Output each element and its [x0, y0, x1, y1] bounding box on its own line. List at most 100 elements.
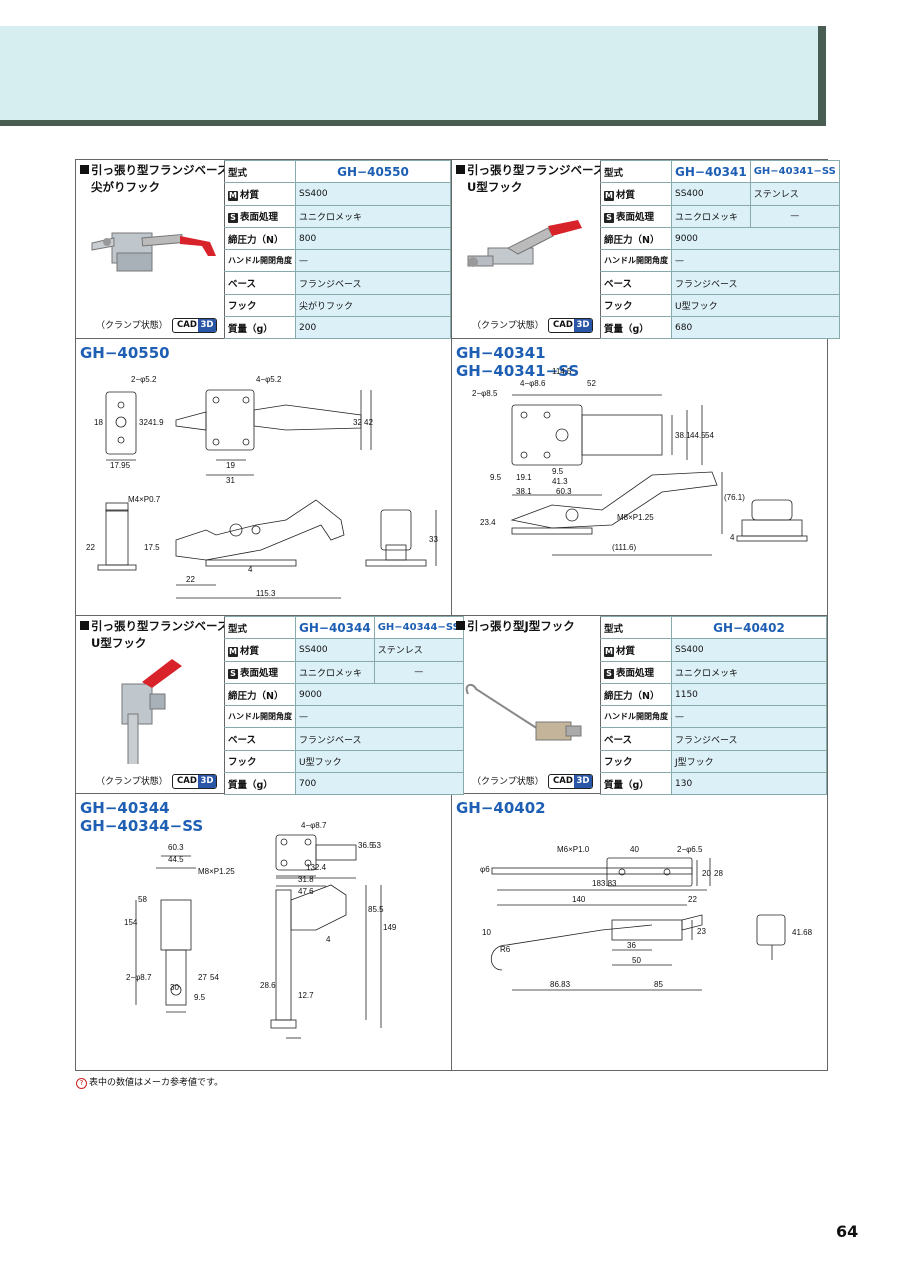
m-badge-icon: M	[228, 190, 238, 201]
dim-label: 183.83	[592, 879, 617, 888]
dim-label: 60.3	[556, 487, 572, 496]
model-name: GH−40550	[295, 159, 451, 184]
label-mass: 質量（g）	[600, 316, 672, 340]
dim-label: 36	[627, 941, 636, 950]
footnote: ?表中の数値はメーカ参考値です。	[76, 1075, 223, 1089]
handle-angle-value: —	[671, 249, 840, 273]
label-base: ベース	[224, 727, 296, 751]
hook-value: J型フック	[671, 749, 827, 774]
mass-value: 680	[671, 316, 840, 340]
dim-label: 114.5	[552, 367, 572, 376]
drawing-gh40341: 114.5 4−φ8.6 52 2−φ8.5 38.1 44.5 54 9.5 …	[452, 367, 827, 615]
dim-label: 30	[170, 983, 179, 992]
drawing-model-title: GH−40341−SS	[456, 362, 580, 380]
m-badge-icon: M	[604, 190, 614, 201]
material-value: SS400	[671, 182, 751, 206]
page-number: 64	[836, 1222, 859, 1241]
cad-label: CAD	[553, 776, 573, 786]
model-name-ss: GH−40344−SS	[373, 615, 464, 640]
surface-value-ss: —	[749, 204, 840, 228]
mass-value: 700	[295, 772, 464, 796]
cad-label: CAD	[177, 320, 197, 330]
force-value: 800	[295, 226, 451, 251]
dim-label: 31.8	[298, 875, 314, 884]
dim-label: 44.5	[690, 431, 706, 440]
dim-label: 33	[429, 535, 438, 544]
clamp-state-label: （クランプ状態）	[472, 777, 544, 787]
drawing-model-title: GH−40550	[80, 344, 170, 362]
s-badge-icon: S	[604, 669, 614, 680]
dim-label: (111.6)	[612, 543, 636, 552]
label-mass: 質量（g）	[224, 772, 296, 796]
dim-label: 31	[226, 476, 235, 485]
product-photo	[82, 198, 220, 308]
product-title: 引っ張り型フランジベース 尖がりフック	[80, 162, 228, 196]
dim-label: 44.5	[168, 855, 184, 864]
title-line1: 引っ張り型フランジベース	[467, 163, 605, 177]
dim-label: 2−φ5.2	[131, 375, 157, 384]
label-handle-angle: ハンドル開閉角度	[224, 705, 296, 729]
title-square-icon	[456, 621, 465, 630]
label-hook: フック	[600, 749, 672, 774]
label-hook: フック	[224, 749, 296, 774]
handle-angle-value: —	[295, 705, 464, 729]
dim-label: 41.68	[792, 928, 813, 937]
force-value: 1150	[671, 682, 827, 707]
label-force: 締圧力（N）	[224, 682, 296, 707]
surface-value-ss: —	[373, 660, 464, 684]
header-banner	[0, 26, 818, 126]
title-square-icon	[80, 621, 89, 630]
dim-label: 4−φ8.6	[520, 379, 546, 388]
m-badge-icon: M	[604, 646, 614, 657]
drawing-model-title: GH−40344−SS	[80, 817, 204, 835]
label-model: 型式	[600, 159, 672, 184]
dim-label: 4	[730, 533, 735, 542]
product-photo	[458, 198, 596, 308]
label-hook: フック	[224, 293, 296, 318]
cad-label: CAD	[553, 320, 573, 330]
hook-value: 尖がりフック	[295, 293, 451, 318]
s-badge-icon: S	[604, 213, 614, 224]
drawing-gh40344: 4−φ8.7 36.5 53 31.8 47.6 60.3 44.5 M8×P1…	[76, 820, 451, 1070]
dim-label: 41.9	[148, 418, 164, 427]
label-base: ベース	[224, 271, 296, 295]
dim-label: 17.5	[144, 543, 160, 552]
label-handle-angle: ハンドル開閉角度	[224, 249, 296, 273]
dim-label: 50	[632, 956, 641, 965]
title-line1: 引っ張り型J型フック	[467, 619, 575, 633]
dim-label: 42	[364, 418, 373, 427]
dim-label: φ6	[480, 865, 490, 874]
dim-label: 23	[697, 927, 706, 936]
dim-label: 28.6	[260, 981, 276, 990]
surface-value: ユニクロメッキ	[295, 204, 451, 228]
model-name: GH−40402	[671, 615, 827, 640]
label-mass: 質量（g）	[224, 316, 296, 340]
dim-label: 32	[139, 418, 148, 427]
dim-label: 85.5	[368, 905, 384, 914]
dim-label: 4	[326, 935, 331, 944]
dim-label: 132.4	[306, 863, 327, 872]
footnote-text: 表中の数値はメーカ参考値です。	[89, 1078, 224, 1088]
material-value: SS400	[295, 182, 451, 206]
dim-label: R6	[500, 945, 511, 954]
cad-3d-label: 3D	[198, 775, 216, 788]
dim-label: 9.5	[194, 993, 206, 1002]
cad-3d-label: 3D	[574, 775, 592, 788]
dim-label: 23.4	[480, 518, 496, 527]
dim-label: 22	[186, 575, 195, 584]
dim-label: 2−φ8.7	[126, 973, 152, 982]
surface-value: ユニクロメッキ	[295, 660, 375, 684]
